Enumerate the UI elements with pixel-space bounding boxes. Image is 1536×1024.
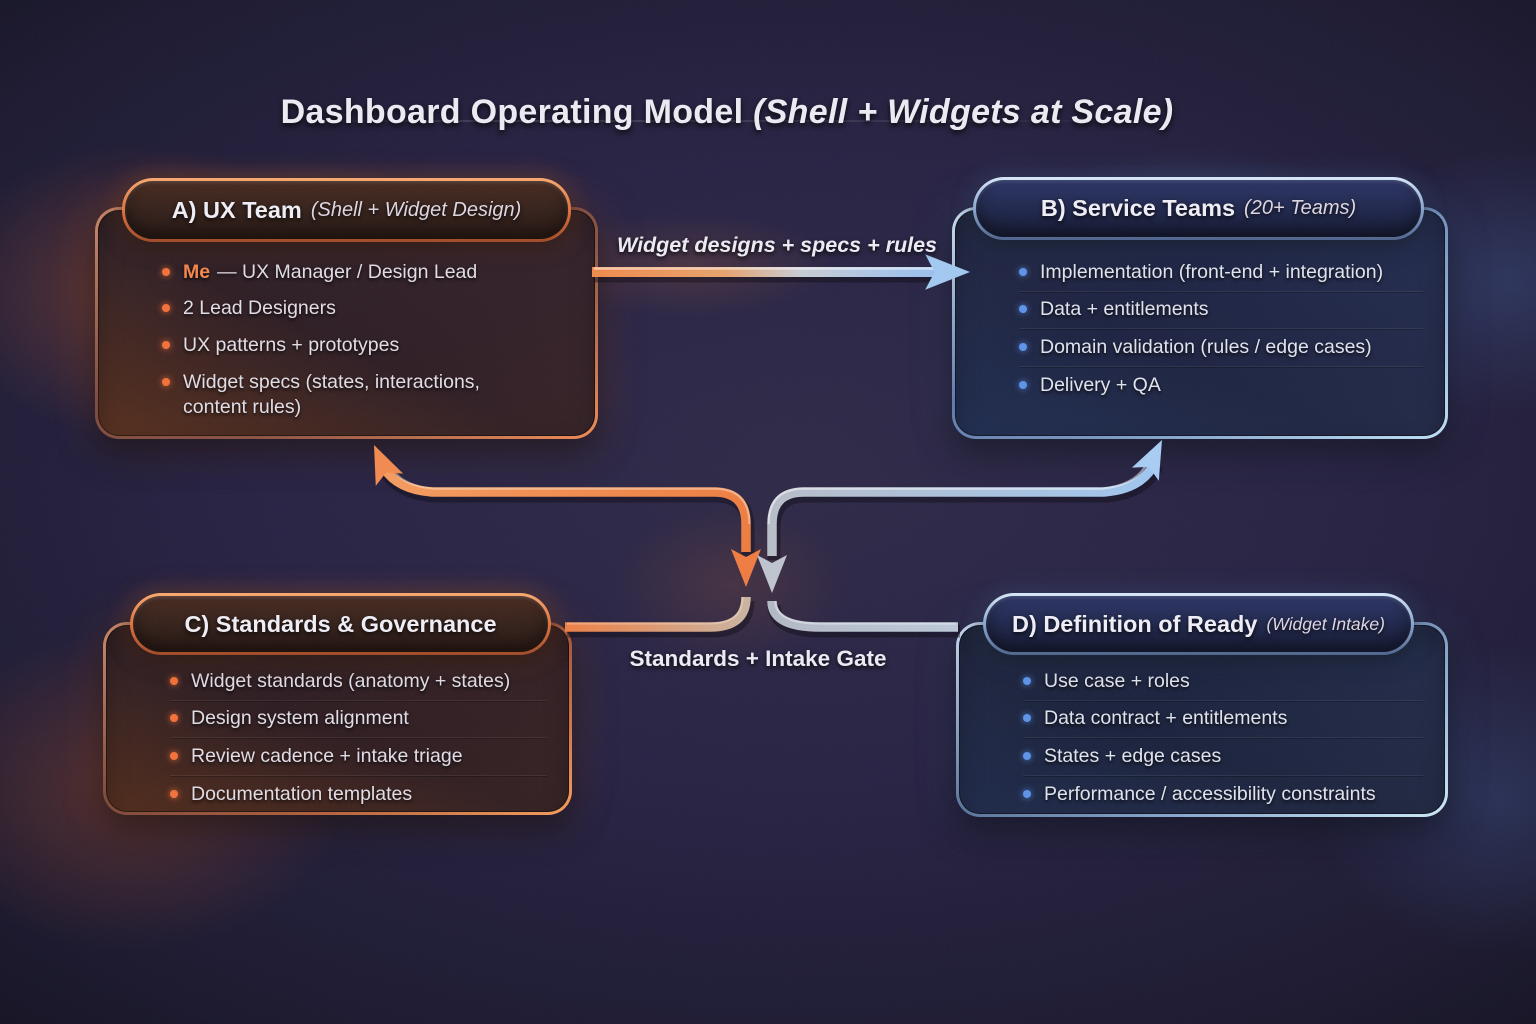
bullet-icon xyxy=(170,714,178,723)
list-item: Documentation templates xyxy=(170,776,547,813)
arrowhead-into-a xyxy=(374,445,404,486)
bullet-icon xyxy=(1023,714,1031,723)
gate-label: Standards + Intake Gate xyxy=(629,646,887,671)
list-item-text: 2 Lead Designers xyxy=(183,297,336,320)
ux-team-list: Me— UX Manager / Design Lead 2 Lead Desi… xyxy=(98,210,595,427)
connector-c-to-gate xyxy=(565,596,751,632)
list-item-text: UX patterns + prototypes xyxy=(183,333,400,356)
list-item-text: Documentation templates xyxy=(191,782,413,805)
list-item: Design system alignment xyxy=(170,701,547,739)
me-highlight: Me xyxy=(183,260,211,283)
bullet-icon xyxy=(1023,789,1031,798)
box-service-teams-body: Implementation (front-end + integration)… xyxy=(955,210,1445,436)
box-standards-governance: Widget standards (anatomy + states) Desi… xyxy=(103,593,572,815)
list-item-text: Domain validation (rules / edge cases) xyxy=(1040,335,1372,358)
bullet-icon xyxy=(162,340,170,349)
box-service-teams-header: B) Service Teams (20+ Teams) xyxy=(973,177,1424,240)
list-item-text: Data contract + entitlements xyxy=(1044,707,1288,730)
bullet-icon xyxy=(1019,267,1027,276)
list-item-text: Data + entitlements xyxy=(1040,298,1209,321)
list-item-text: Me— UX Manager / Design Lead xyxy=(183,260,478,283)
list-item-text: Implementation (front-end + integration) xyxy=(1040,260,1384,283)
box-definition-of-ready: Use case + roles Data contract + entitle… xyxy=(956,593,1448,817)
connector-d-to-gate xyxy=(767,600,958,632)
bullet-icon xyxy=(1019,305,1027,314)
list-item: Data contract + entitlements xyxy=(1023,701,1423,739)
box-service-teams: Implementation (front-end + integration)… xyxy=(952,177,1448,439)
list-item: States + edge cases xyxy=(1023,738,1423,777)
bullet-icon xyxy=(170,751,178,760)
list-item: Review cadence + intake triage xyxy=(170,738,547,777)
bullet-icon xyxy=(162,304,170,313)
arrowhead-down-silver xyxy=(757,555,787,593)
list-item-text: Widget standards (anatomy + states) xyxy=(191,669,511,692)
arrow-gate-to-b xyxy=(757,440,1162,593)
arrow-gate-to-a xyxy=(374,445,761,587)
box-subtitle: (Widget Intake) xyxy=(1266,613,1385,634)
bullet-icon xyxy=(162,267,170,276)
box-title: B) Service Teams xyxy=(1040,195,1236,221)
box-title: A) UX Team xyxy=(171,196,302,223)
box-definition-of-ready-header: D) Definition of Ready (Widget Intake) xyxy=(983,593,1414,655)
bullet-icon xyxy=(1023,676,1031,685)
bullet-icon xyxy=(1019,342,1027,351)
list-item: Data + entitlements xyxy=(1019,292,1423,330)
list-item: Implementation (front-end + integration) xyxy=(1019,254,1423,292)
list-item: Widget specs (states, interactions, cont… xyxy=(162,364,573,426)
arrow-a-to-b-label: Widget designs + specs + rules xyxy=(616,233,938,257)
box-title: C) Standards & Governance xyxy=(184,610,497,637)
box-subtitle: (20+ Teams) xyxy=(1244,197,1357,219)
list-item-text: Delivery + QA xyxy=(1040,373,1161,396)
bullet-icon xyxy=(1019,380,1027,389)
arrowhead-down-orange xyxy=(731,549,761,587)
list-item: Me— UX Manager / Design Lead xyxy=(162,254,573,291)
list-item: Delivery + QA xyxy=(1019,367,1423,404)
list-item-text: States + edge cases xyxy=(1044,744,1222,767)
bullet-icon xyxy=(170,676,178,685)
bullet-icon xyxy=(1023,751,1031,760)
list-item-text: Use case + roles xyxy=(1044,669,1190,692)
box-ux-team-body: Me— UX Manager / Design Lead 2 Lead Desi… xyxy=(98,210,595,436)
box-ux-team: Me— UX Manager / Design Lead 2 Lead Desi… xyxy=(95,178,598,439)
box-ux-team-header: A) UX Team (Shell + Widget Design) xyxy=(122,178,571,242)
page-title-paren: (Shell + Widgets at Scale) xyxy=(753,92,1174,131)
list-item: Widget standards (anatomy + states) xyxy=(170,663,547,701)
arrow-a-to-b xyxy=(592,254,970,290)
arrowhead-into-b xyxy=(1131,440,1162,481)
bullet-icon xyxy=(162,377,170,386)
list-item: UX patterns + prototypes xyxy=(162,327,573,364)
page-title-main: Dashboard Operating Model xyxy=(280,92,744,131)
box-title: D) Definition of Ready xyxy=(1012,610,1258,637)
bullet-icon xyxy=(170,789,178,798)
list-item: Performance / accessibility constraints xyxy=(1023,776,1423,813)
box-standards-governance-header: C) Standards & Governance xyxy=(130,593,551,655)
list-item-text: Widget specs (states, interactions, cont… xyxy=(183,370,480,419)
list-item-text: Design system alignment xyxy=(191,707,409,730)
list-item-text: Review cadence + intake triage xyxy=(191,744,463,767)
page-title: Dashboard Operating Model (Shell + Widge… xyxy=(0,93,1536,132)
list-item: 2 Lead Designers xyxy=(162,291,573,328)
box-subtitle: (Shell + Widget Design) xyxy=(310,198,522,221)
list-item: Domain validation (rules / edge cases) xyxy=(1019,329,1423,368)
list-item: Use case + roles xyxy=(1023,663,1423,701)
list-item-text: Performance / accessibility constraints xyxy=(1044,782,1376,805)
